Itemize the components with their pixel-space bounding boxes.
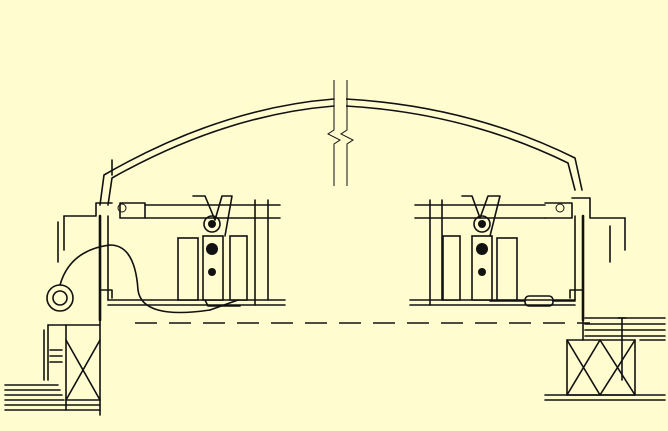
left-hatch-frame bbox=[57, 199, 286, 322]
right-wall-structure bbox=[544, 317, 666, 401]
cable bbox=[59, 244, 239, 314]
right-latch-bracket bbox=[442, 195, 518, 301]
dome-cover bbox=[99, 98, 583, 206]
left-wall-structure bbox=[4, 319, 101, 416]
left-bracket-plate-3 bbox=[229, 235, 248, 301]
left-latch-bracket bbox=[177, 195, 248, 307]
right-bracket-plate bbox=[442, 235, 461, 301]
left-bracket-plate bbox=[177, 237, 199, 301]
break-symbol bbox=[327, 80, 354, 186]
right-bracket-plate-3 bbox=[496, 237, 518, 301]
turnbuckle bbox=[489, 295, 576, 307]
